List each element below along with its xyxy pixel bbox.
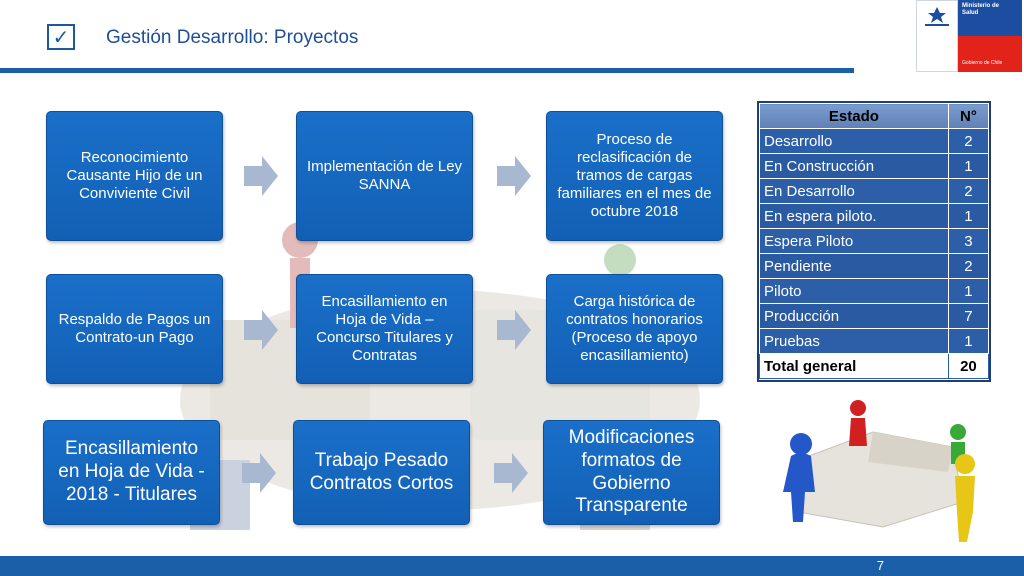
page-number: 7 xyxy=(876,558,884,573)
row-numero: 2 xyxy=(947,253,990,279)
flow-box-carga-historica: Carga histórica de contratos honorarios … xyxy=(546,274,723,384)
arrow-right-icon xyxy=(497,310,531,350)
logo-emblem xyxy=(916,0,958,72)
ministerio-logo: Ministerio de Salud Gobierno de Chile xyxy=(916,0,1022,72)
title-underline xyxy=(0,68,854,73)
logo-red-band: Gobierno de Chile xyxy=(958,36,1022,72)
slide-title: Gestión Desarrollo: Proyectos xyxy=(106,27,359,48)
row-numero: 3 xyxy=(947,228,990,254)
flow-box-conviviente-civil: Reconocimiento Causante Hijo de un Convi… xyxy=(46,111,223,241)
header-estado: Estado xyxy=(759,103,949,129)
footer-bar xyxy=(0,556,1024,576)
flow-box-encasillamiento-2018: Encasillamiento en Hoja de Vida - 2018 -… xyxy=(43,420,220,525)
table-total-row: Total general 20 xyxy=(759,353,990,379)
flow-box-text: Carga histórica de contratos honorarios … xyxy=(566,293,703,364)
flow-box-text: Implementación de Ley SANNA xyxy=(306,158,463,193)
arrow-right-icon xyxy=(242,453,276,493)
table-row: En espera piloto.1 xyxy=(759,203,990,229)
row-estado: Piloto xyxy=(759,278,949,304)
flow-box-text: Trabajo Pesado Contratos Cortos xyxy=(309,449,454,494)
total-value: 20 xyxy=(947,353,990,379)
row-estado: En Construcción xyxy=(759,153,949,179)
logo-line2: Salud xyxy=(962,10,979,16)
row-numero: 7 xyxy=(947,303,990,329)
row-numero: 1 xyxy=(947,203,990,229)
logo-text-block: Ministerio de Salud Gobierno de Chile xyxy=(958,0,1022,72)
row-numero: 1 xyxy=(947,153,990,179)
row-numero: 1 xyxy=(947,278,990,304)
row-estado: Espera Piloto xyxy=(759,228,949,254)
logo-line3: Gobierno de Chile xyxy=(962,60,1003,66)
flow-box-text: Modificaciones formatos de Gobierno Tran… xyxy=(568,426,695,517)
row-estado: Producción xyxy=(759,303,949,329)
flow-box-text: Encasillamiento en Hoja de Vida – Concur… xyxy=(316,293,453,364)
logo-blue-band: Ministerio de Salud xyxy=(958,0,1022,36)
coat-of-arms-icon xyxy=(925,7,949,26)
row-numero: 1 xyxy=(947,328,990,354)
arrow-right-icon xyxy=(497,156,531,196)
row-numero: 2 xyxy=(947,178,990,204)
row-estado: Pruebas xyxy=(759,328,949,354)
flow-box-text: Encasillamiento en Hoja de Vida - 2018 -… xyxy=(58,438,205,505)
flow-box-reclasificacion-tramos: Proceso de reclasificación de tramos de … xyxy=(546,111,723,241)
flow-box-text: Reconocimiento Causante Hijo de un Convi… xyxy=(66,149,203,202)
logo-line1: Ministerio de xyxy=(962,3,1000,9)
table-header-row: Estado N° xyxy=(759,103,990,129)
flow-box-text: Respaldo de Pagos un Contrato-un Pago xyxy=(58,311,211,346)
flow-box-respaldo-pagos: Respaldo de Pagos un Contrato-un Pago xyxy=(46,274,223,384)
row-estado: Desarrollo xyxy=(759,128,949,154)
checkbox-check-icon: ✓ xyxy=(47,24,75,50)
arrow-right-icon xyxy=(494,453,528,493)
row-estado: Pendiente xyxy=(759,253,949,279)
flow-box-gobierno-transparente: Modificaciones formatos de Gobierno Tran… xyxy=(543,420,720,525)
flow-box-text: Proceso de reclasificación de tramos de … xyxy=(557,131,712,220)
header-numero: N° xyxy=(947,103,990,129)
total-label: Total general xyxy=(759,353,949,379)
flow-box-ley-sanna: Implementación de Ley SANNA xyxy=(296,111,473,241)
row-numero: 2 xyxy=(947,128,990,154)
flow-box-trabajo-pesado: Trabajo Pesado Contratos Cortos xyxy=(293,420,470,525)
row-estado: En espera piloto. xyxy=(759,203,949,229)
row-estado: En Desarrollo xyxy=(759,178,949,204)
arrow-right-icon xyxy=(244,310,278,350)
puzzle-figures-image xyxy=(753,392,993,550)
arrow-right-icon xyxy=(244,156,278,196)
flow-box-encasillamiento-concurso: Encasillamiento en Hoja de Vida – Concur… xyxy=(296,274,473,384)
